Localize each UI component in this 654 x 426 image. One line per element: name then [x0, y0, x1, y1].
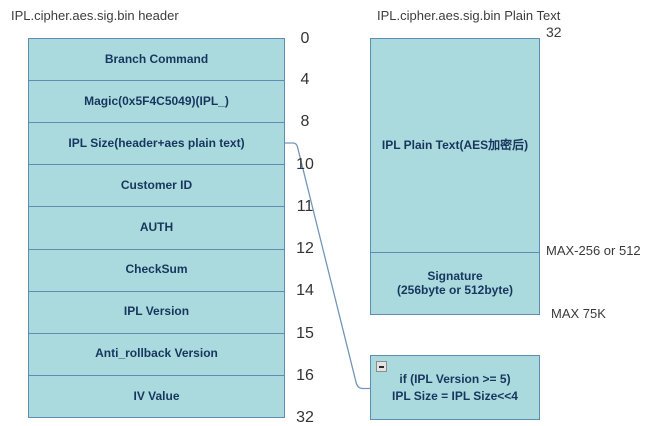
minus-bar	[379, 365, 384, 368]
field-magic: Magic(0x5F4C5049)(IPL_)	[29, 81, 284, 124]
offset-label-32: 32	[296, 409, 314, 426]
offset-label-8: 8	[300, 113, 310, 130]
offset-label-15: 15	[296, 325, 314, 342]
field-iv-value: IV Value	[29, 376, 284, 417]
field-label: Branch Command	[104, 51, 209, 66]
field-auth: AUTH	[29, 207, 284, 250]
offset-label-14: 14	[296, 282, 314, 299]
field-label: IPL Size(header+aes plain text)	[68, 135, 245, 150]
field-checksum: CheckSum	[29, 250, 284, 292]
section-ipl-plain-text: IPL Plain Text(AES加密后)	[371, 39, 539, 253]
left-panel-title: IPL.cipher.aes.sig.bin header	[11, 8, 179, 23]
field-label: IV Value	[133, 388, 180, 403]
offset-label-10: 10	[296, 156, 314, 173]
offset-label-12: 12	[296, 240, 314, 257]
field-customer-id: Customer ID	[29, 165, 284, 208]
collapse-minus-icon[interactable]	[376, 361, 387, 372]
offset-label-4: 4	[300, 71, 310, 88]
offset-label-11: 11	[296, 198, 314, 215]
plain-text-label: IPL Plain Text(AES加密后)	[381, 137, 529, 152]
note-line-1: if (IPL Version >= 5)	[399, 371, 510, 387]
note-line-2: IPL Size = IPL Size<<4	[392, 388, 518, 403]
max-total-size-label: MAX 75K	[551, 306, 606, 321]
field-label: Anti_rollback Version	[95, 346, 218, 361]
field-branch-command: Branch Command	[29, 39, 284, 82]
offset-label-16: 16	[296, 367, 314, 384]
field-ipl-size: IPL Size(header+aes plain text)	[29, 123, 284, 166]
field-label: Customer ID	[120, 177, 193, 192]
field-label: IPL Version	[123, 304, 190, 319]
field-label: AUTH	[139, 220, 174, 235]
field-anti-rollback-version: Anti_rollback Version	[29, 334, 284, 376]
max-signature-size-label: MAX-256 or 512	[546, 243, 641, 258]
field-ipl-version: IPL Version	[29, 292, 284, 334]
signature-label-line2: (256byte or 512byte)	[396, 282, 514, 297]
signature-label-line1: Signature	[427, 268, 483, 283]
section-signature: Signature (256byte or 512byte)	[371, 253, 539, 314]
offset-label-0: 0	[300, 30, 310, 47]
note-condition-text: (IPL Version >= 5)	[406, 372, 511, 387]
right-top-offset-label: 32	[546, 24, 562, 40]
right-panel-title: IPL.cipher.aes.sig.bin Plain Text	[377, 8, 561, 23]
ipl-size-condition-note: if (IPL Version >= 5) IPL Size = IPL Siz…	[370, 355, 540, 420]
note-if-keyword: if	[399, 372, 407, 387]
plain-text-box: IPL Plain Text(AES加密后) Signature (256byt…	[370, 38, 540, 315]
field-label: CheckSum	[125, 262, 188, 277]
header-field-stack: Branch Command Magic(0x5F4C5049)(IPL_) I…	[28, 38, 285, 418]
field-label: Magic(0x5F4C5049)(IPL_)	[84, 93, 229, 108]
